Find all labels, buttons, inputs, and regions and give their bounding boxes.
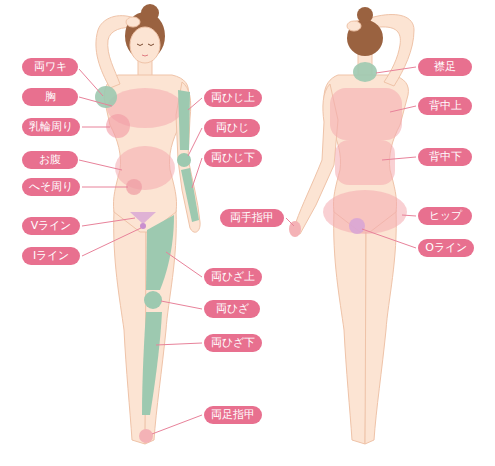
area-label: 両ひじ上 — [204, 89, 262, 107]
label-text: 両ひざ — [216, 302, 249, 316]
area-label: 襟足 — [418, 58, 472, 76]
area-belly — [115, 146, 175, 190]
back-areas — [289, 62, 407, 237]
hair — [347, 20, 383, 56]
label-text: 両ワキ — [34, 60, 67, 74]
leader-line — [156, 343, 202, 345]
area-label: お腹 — [22, 151, 78, 169]
area-label: 乳輪周り — [22, 118, 80, 136]
leader-line — [286, 218, 294, 226]
hair-bun — [141, 4, 159, 22]
area-label: 両手指甲 — [220, 209, 284, 227]
area-label: Vライン — [22, 217, 80, 235]
leader-line — [362, 229, 416, 248]
area-label: へそ周り — [22, 178, 80, 196]
label-text: 乳輪周り — [29, 120, 73, 134]
area-label: 両ひざ — [204, 300, 260, 318]
area-navel — [126, 179, 142, 195]
front-figure — [96, 4, 200, 444]
hair-bun — [357, 7, 373, 23]
label-text: 両ひじ — [216, 121, 249, 135]
leader-line — [376, 67, 416, 73]
area-areola — [106, 114, 130, 138]
label-text: Iライン — [33, 249, 69, 263]
leader-lines — [79, 67, 416, 434]
eyes — [137, 44, 154, 46]
leg — [114, 210, 146, 444]
leg — [365, 210, 396, 444]
area-hip — [323, 190, 407, 234]
leader-line — [192, 158, 202, 188]
leader-line — [82, 127, 110, 128]
leader-line — [390, 106, 416, 112]
label-text: Oライン — [425, 241, 467, 255]
area-label: 両ひざ上 — [204, 268, 262, 286]
label-text: 両ひじ上 — [211, 91, 255, 105]
leader-line — [82, 218, 135, 226]
back-figure — [292, 7, 414, 444]
label-text: 胸 — [45, 90, 56, 104]
label-text: 両ひざ上 — [211, 270, 255, 284]
area-label: 両ひざ下 — [204, 334, 262, 352]
area-toes — [139, 429, 153, 443]
leader-line — [402, 215, 416, 216]
leader-line — [188, 98, 202, 110]
label-text: 背中下 — [429, 150, 462, 164]
area-label: ヒップ — [418, 207, 472, 225]
label-text: 両手指甲 — [230, 211, 274, 225]
area-upper-back — [330, 88, 402, 140]
face — [130, 27, 160, 63]
area-label: 両ひじ — [204, 119, 260, 137]
area-label: 背中下 — [418, 148, 472, 166]
label-text: 背中上 — [429, 99, 462, 113]
leader-line — [161, 301, 202, 309]
label-text: ヒップ — [429, 209, 462, 223]
leader-line — [82, 187, 128, 188]
label-text: 襟足 — [434, 60, 456, 74]
leader-line — [79, 160, 122, 170]
area-upper-arm — [178, 90, 190, 150]
area-nape — [353, 62, 377, 82]
leader-line — [79, 69, 103, 96]
area-label: 胸 — [22, 88, 78, 106]
area-knee — [144, 291, 162, 309]
area-thigh — [146, 215, 174, 290]
mouth — [142, 55, 148, 56]
label-text: 両ひじ下 — [211, 151, 255, 165]
label-text: お腹 — [39, 153, 61, 167]
area-label: Oライン — [418, 239, 474, 257]
label-text: へそ周り — [29, 180, 73, 194]
label-text: Vライン — [31, 219, 72, 233]
label-text: 両ひざ下 — [211, 336, 255, 350]
area-label: Iライン — [22, 247, 80, 265]
leader-line — [82, 228, 141, 256]
hand — [347, 21, 361, 31]
hand — [126, 17, 140, 27]
area-shin — [142, 312, 162, 415]
leader-line — [79, 97, 112, 106]
leader-line — [166, 252, 202, 277]
area-lower-back — [335, 140, 395, 185]
area-label: 両ひじ下 — [204, 149, 262, 167]
area-label: 両ワキ — [22, 58, 78, 76]
area-o — [349, 218, 365, 234]
leader-line — [152, 415, 202, 434]
leader-line — [188, 128, 202, 156]
area-label: 背中上 — [418, 97, 472, 115]
area-label: 両足指甲 — [204, 406, 262, 424]
label-text: 両足指甲 — [211, 408, 255, 422]
arm — [176, 82, 200, 232]
leader-line — [382, 157, 416, 160]
leg — [334, 210, 366, 444]
